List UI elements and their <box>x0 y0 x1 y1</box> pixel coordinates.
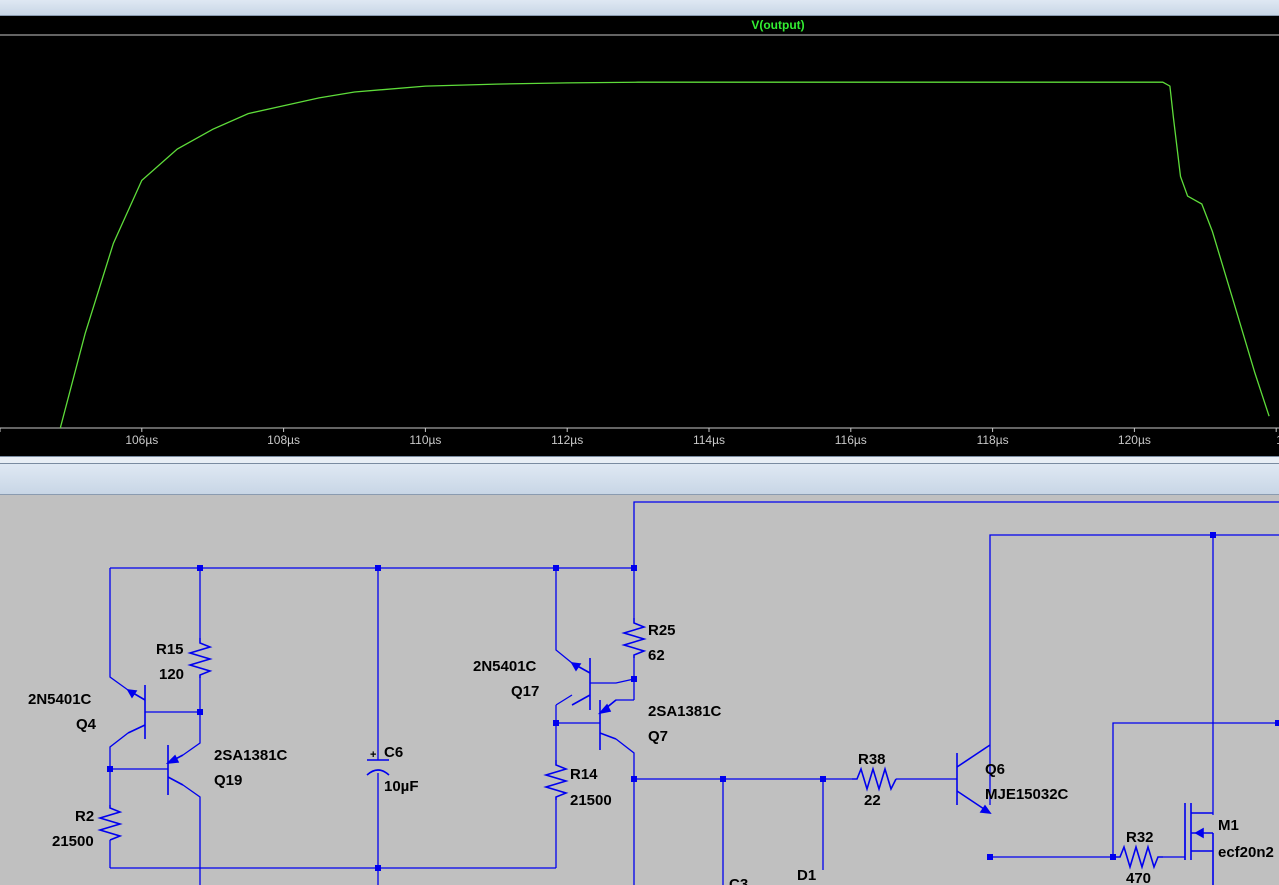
q17-model-label[interactable]: 2N5401C <box>473 658 537 675</box>
c6-name-label[interactable]: C6 <box>384 744 403 761</box>
junction-dot <box>553 720 559 726</box>
schematic-pane[interactable]: + 2N5401C Q4 R15 120 2SA1381C Q19 R2 215… <box>0 495 1279 885</box>
x-tick-label: 110µs <box>409 433 441 447</box>
resistor-r15-symbol[interactable] <box>187 638 213 678</box>
schematic-symbols <box>97 618 1214 885</box>
transistor-q17-symbol[interactable] <box>570 658 591 710</box>
x-axis-ticks: µs106µs108µs110µs112µs114µs116µs118µs120… <box>0 428 1279 447</box>
capacitor-c6-symbol[interactable] <box>366 759 390 776</box>
resistor-r38-symbol[interactable] <box>852 766 897 792</box>
wire <box>615 738 635 885</box>
junction-dot <box>375 565 381 571</box>
q19-model-label[interactable]: 2SA1381C <box>214 747 288 764</box>
x-tick-label: 114µs <box>693 433 725 447</box>
junction-dot <box>375 865 381 871</box>
wire <box>109 568 129 691</box>
x-tick-label: 108µs <box>267 433 300 447</box>
trace-label-v-output[interactable]: V(output) <box>751 18 804 32</box>
wire <box>989 534 1279 805</box>
junction-dot <box>1110 854 1116 860</box>
q7-name-label[interactable]: Q7 <box>648 728 668 745</box>
x-tick-label: 106µs <box>125 433 158 447</box>
mosfet-m1-symbol[interactable] <box>1184 803 1214 885</box>
r2-value-label[interactable]: 21500 <box>52 833 94 850</box>
c6-value-label[interactable]: 10µF <box>384 778 419 795</box>
m1-model-label[interactable]: ecf20n2 <box>1218 844 1274 861</box>
r15-name-label[interactable]: R15 <box>156 641 184 658</box>
wire <box>633 501 1279 568</box>
junction-dot <box>197 565 203 571</box>
junction-dot <box>107 766 113 772</box>
schematic-window-titlebar <box>0 464 1279 495</box>
transistor-q7-symbol[interactable] <box>597 699 617 750</box>
q4-model-label[interactable]: 2N5401C <box>28 691 92 708</box>
junction-dot <box>631 565 637 571</box>
r15-value-label[interactable]: 120 <box>159 666 184 683</box>
junction-dot <box>820 776 826 782</box>
transistor-q19-symbol[interactable] <box>165 745 184 795</box>
r32-value-label[interactable]: 470 <box>1126 870 1151 885</box>
r25-name-label[interactable]: R25 <box>648 622 676 639</box>
q17-name-label[interactable]: Q17 <box>511 683 539 700</box>
resistor-r25-symbol[interactable] <box>621 618 647 658</box>
junction-dot <box>720 776 726 782</box>
q19-name-label[interactable]: Q19 <box>214 772 242 789</box>
schematic-wires <box>109 501 1279 885</box>
r38-name-label[interactable]: R38 <box>858 751 886 768</box>
wire <box>1112 722 1279 858</box>
r25-value-label[interactable]: 62 <box>648 647 665 664</box>
junction-dot <box>1210 532 1216 538</box>
resistor-r14-symbol[interactable] <box>543 760 569 800</box>
q6-model-label[interactable]: MJE15032C <box>985 786 1069 803</box>
schematic-junctions <box>107 532 1279 871</box>
x-tick-label: 116µs <box>835 433 867 447</box>
q6-name-label[interactable]: Q6 <box>985 761 1005 778</box>
wire <box>182 784 201 885</box>
resistor-r32-symbol[interactable] <box>1113 844 1163 870</box>
junction-dot <box>987 854 993 860</box>
q7-model-label[interactable]: 2SA1381C <box>648 703 722 720</box>
x-tick-label: 118µs <box>977 433 1009 447</box>
wire <box>555 694 573 706</box>
x-tick-label: 112µs <box>551 433 583 447</box>
x-tick-label: 122 <box>1276 433 1279 447</box>
capacitor-c6-polarity: + <box>370 749 376 761</box>
wire <box>182 678 201 756</box>
wire <box>109 732 129 805</box>
pane-splitter[interactable] <box>0 456 1279 464</box>
d1-name-label[interactable]: D1 <box>797 867 816 884</box>
junction-dot <box>631 676 637 682</box>
waveform-plot-pane[interactable]: V(output) µs106µs108µs110µs112µs114µs116… <box>0 16 1279 456</box>
transistor-q4-symbol[interactable] <box>126 685 146 739</box>
junction-dot <box>631 776 637 782</box>
transistor-q6-symbol[interactable] <box>956 744 992 814</box>
wire <box>590 678 635 684</box>
r14-name-label[interactable]: R14 <box>570 766 598 783</box>
junction-dot <box>197 709 203 715</box>
junction-dot <box>553 565 559 571</box>
m1-name-label[interactable]: M1 <box>1218 817 1239 834</box>
wire <box>555 568 573 664</box>
c3-name-label[interactable]: C3 <box>729 876 748 885</box>
waveform-plot[interactable]: V(output) µs106µs108µs110µs112µs114µs116… <box>0 16 1279 456</box>
r32-name-label[interactable]: R32 <box>1126 829 1154 846</box>
schematic-canvas[interactable]: + 2N5401C Q4 R15 120 2SA1381C Q19 R2 215… <box>0 495 1279 885</box>
series-line-v-output <box>59 81 1270 429</box>
r14-value-label[interactable]: 21500 <box>570 792 612 809</box>
waveform-window-titlebar <box>0 0 1279 16</box>
q4-name-label[interactable]: Q4 <box>76 716 97 733</box>
resistor-r2-symbol[interactable] <box>97 805 123 841</box>
r2-name-label[interactable]: R2 <box>75 808 94 825</box>
r38-value-label[interactable]: 22 <box>864 792 881 809</box>
x-tick-label: 120µs <box>1118 433 1151 447</box>
junction-dot <box>1275 720 1279 726</box>
